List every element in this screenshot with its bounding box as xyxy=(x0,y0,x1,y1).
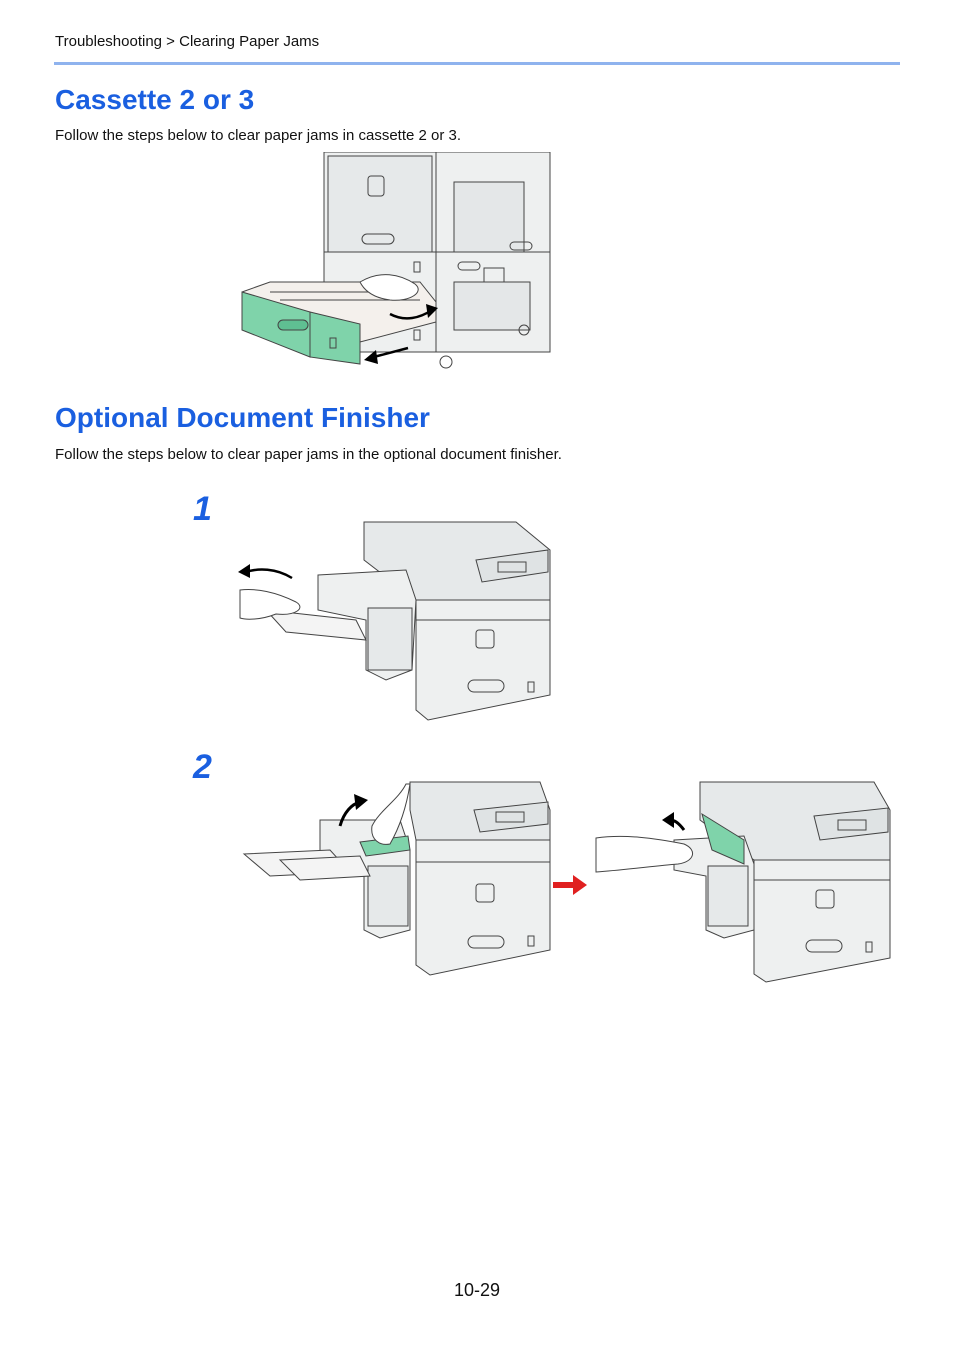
section-intro-cassette: Follow the steps below to clear paper ja… xyxy=(55,127,462,144)
section-title-finisher: Optional Document Finisher xyxy=(55,402,430,433)
section-title-cassette: Cassette 2 or 3 xyxy=(55,84,255,115)
finisher-step2b-illustration xyxy=(595,781,891,983)
header-rule xyxy=(54,62,900,65)
page-number: 10-29 xyxy=(453,1280,501,1300)
cassette-illustration xyxy=(241,152,551,369)
step-number-2: 2 xyxy=(193,748,212,786)
finisher-step2a-illustration xyxy=(242,781,551,976)
section-intro-finisher: Follow the steps below to clear paper ja… xyxy=(55,446,562,463)
breadcrumb: Troubleshooting > Clearing Paper Jams xyxy=(55,33,320,50)
next-step-arrow xyxy=(553,875,587,895)
step-number-1: 1 xyxy=(193,490,212,528)
finisher-step1-illustration xyxy=(238,521,551,721)
